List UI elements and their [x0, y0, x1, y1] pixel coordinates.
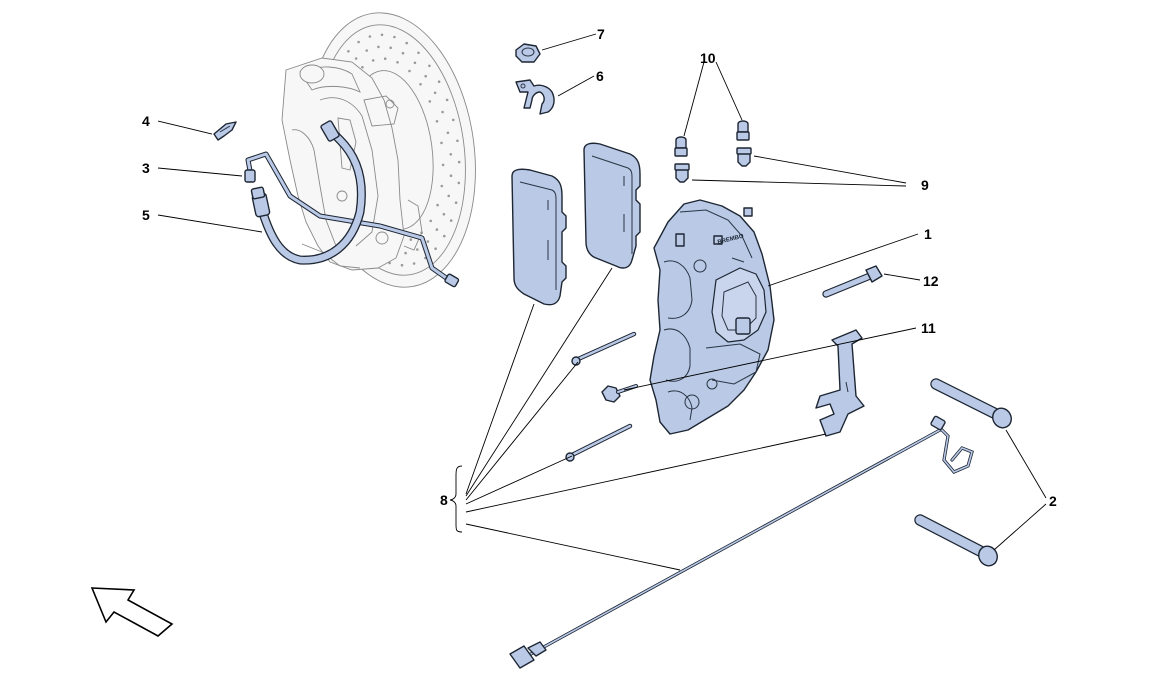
disc-drill-hole [447, 194, 451, 198]
disc-drill-hole [437, 80, 441, 83]
callout-labels: 1 2 3 4 5 6 7 8 9 10 11 12 [142, 26, 1057, 509]
disc-drill-hole [361, 66, 364, 69]
callout-2: 2 [1049, 493, 1057, 509]
disc-drill-hole [442, 212, 446, 216]
pad-spring-clip [815, 329, 865, 437]
disc-drill-hole [365, 49, 369, 52]
disc-drill-hole [449, 174, 453, 177]
disc-drill-hole [347, 50, 350, 53]
disc-drill-hole [419, 83, 422, 86]
callout-12: 12 [923, 273, 939, 289]
pad-retaining-pins [565, 331, 637, 462]
disc-drill-hole [457, 160, 461, 164]
disc-drill-hole [440, 141, 443, 145]
pad-wear-sensor [509, 415, 974, 669]
disc-drill-hole [426, 240, 430, 243]
disc-drill-hole [452, 118, 455, 122]
disc-drill-hole [377, 45, 380, 49]
disc-drill-hole [433, 91, 437, 95]
nut-part [515, 43, 541, 63]
callout-1: 1 [924, 226, 932, 242]
disc-drill-hole [446, 131, 450, 135]
disc-drill-hole [445, 98, 449, 102]
disc-drill-hole [405, 41, 409, 45]
disc-drill-hole [393, 35, 396, 39]
brake-disc-assembly-ghost [281, 12, 476, 288]
disc-drill-hole [380, 33, 384, 37]
disc-drill-hole [441, 163, 445, 167]
callout-4: 4 [142, 113, 150, 129]
disc-drill-hole [443, 234, 446, 238]
callout-11: 11 [921, 320, 936, 336]
callout-7: 7 [597, 26, 605, 42]
caliper-mounting-bolts [914, 378, 1012, 567]
disc-drill-hole [434, 247, 437, 250]
brake-caliper: BREMBO [649, 199, 775, 435]
brake-pad-front [511, 168, 567, 306]
brake-pad-rear [583, 142, 641, 269]
disc-drill-hole [404, 251, 407, 255]
callout-3: 3 [142, 160, 150, 176]
hose-bracket-part [515, 79, 555, 115]
disc-drill-hole [400, 263, 404, 267]
disc-drill-hole [429, 219, 433, 223]
direction-arrow-icon [90, 587, 174, 637]
disc-drill-hole [354, 57, 358, 60]
disc-drill-hole [428, 100, 432, 103]
disc-drill-hole [440, 184, 444, 188]
callout-9: 9 [921, 177, 929, 193]
hose-clip-part [213, 121, 237, 141]
disc-drill-hole [383, 57, 387, 60]
brake-pipe-rigid [244, 151, 460, 288]
disc-drill-hole [457, 181, 461, 185]
disc-drill-hole [435, 228, 439, 231]
leader-lines [157, 33, 1047, 571]
disc-drill-hole [428, 64, 431, 68]
disc-drill-hole [409, 238, 413, 241]
callout-10: 10 [700, 50, 716, 66]
disc-drill-hole [436, 203, 439, 207]
disc-drill-hole [371, 59, 375, 62]
disc-drill-hole [449, 219, 453, 222]
bleed-screws [674, 120, 752, 183]
guide-pin-part [822, 265, 883, 298]
brake-hose-flexible [250, 120, 366, 265]
disc-drill-hole [401, 51, 405, 55]
disc-drill-hole [441, 110, 444, 114]
disc-drill-hole [449, 153, 453, 156]
disc-drill-hole [396, 61, 399, 64]
callout-5: 5 [142, 207, 150, 223]
disc-drill-hole [412, 262, 416, 265]
disc-drill-hole [408, 69, 411, 73]
disc-drill-hole [454, 201, 458, 204]
disc-drill-hole [413, 61, 417, 65]
disc-drill-hole [389, 46, 393, 50]
disc-drill-hole [424, 74, 428, 78]
disc-drill-hole [456, 139, 459, 143]
disc-drill-hole [416, 248, 419, 251]
callout-6: 6 [596, 68, 604, 84]
disc-drill-hole [357, 40, 360, 44]
disc-drill-hole [368, 35, 372, 38]
callout-8: 8 [440, 492, 448, 508]
disc-drill-hole [417, 51, 420, 55]
disc-drill-hole [435, 120, 439, 123]
